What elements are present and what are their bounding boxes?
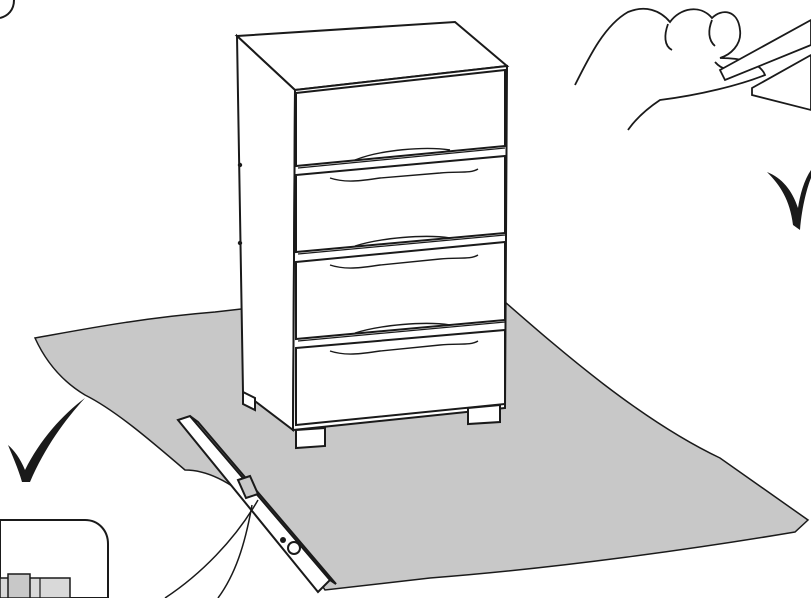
check-mark-icon	[8, 398, 85, 482]
dresser	[237, 22, 507, 448]
detail-callout	[0, 520, 108, 598]
step-circle	[0, 0, 14, 18]
curved-arrow-icon	[767, 170, 811, 230]
dresser-foot-front-left	[296, 428, 325, 448]
dresser-foot-front-right	[468, 405, 500, 424]
dresser-side-panel	[237, 36, 295, 430]
callout-leader-line	[165, 500, 258, 598]
hand-icon	[575, 9, 811, 130]
